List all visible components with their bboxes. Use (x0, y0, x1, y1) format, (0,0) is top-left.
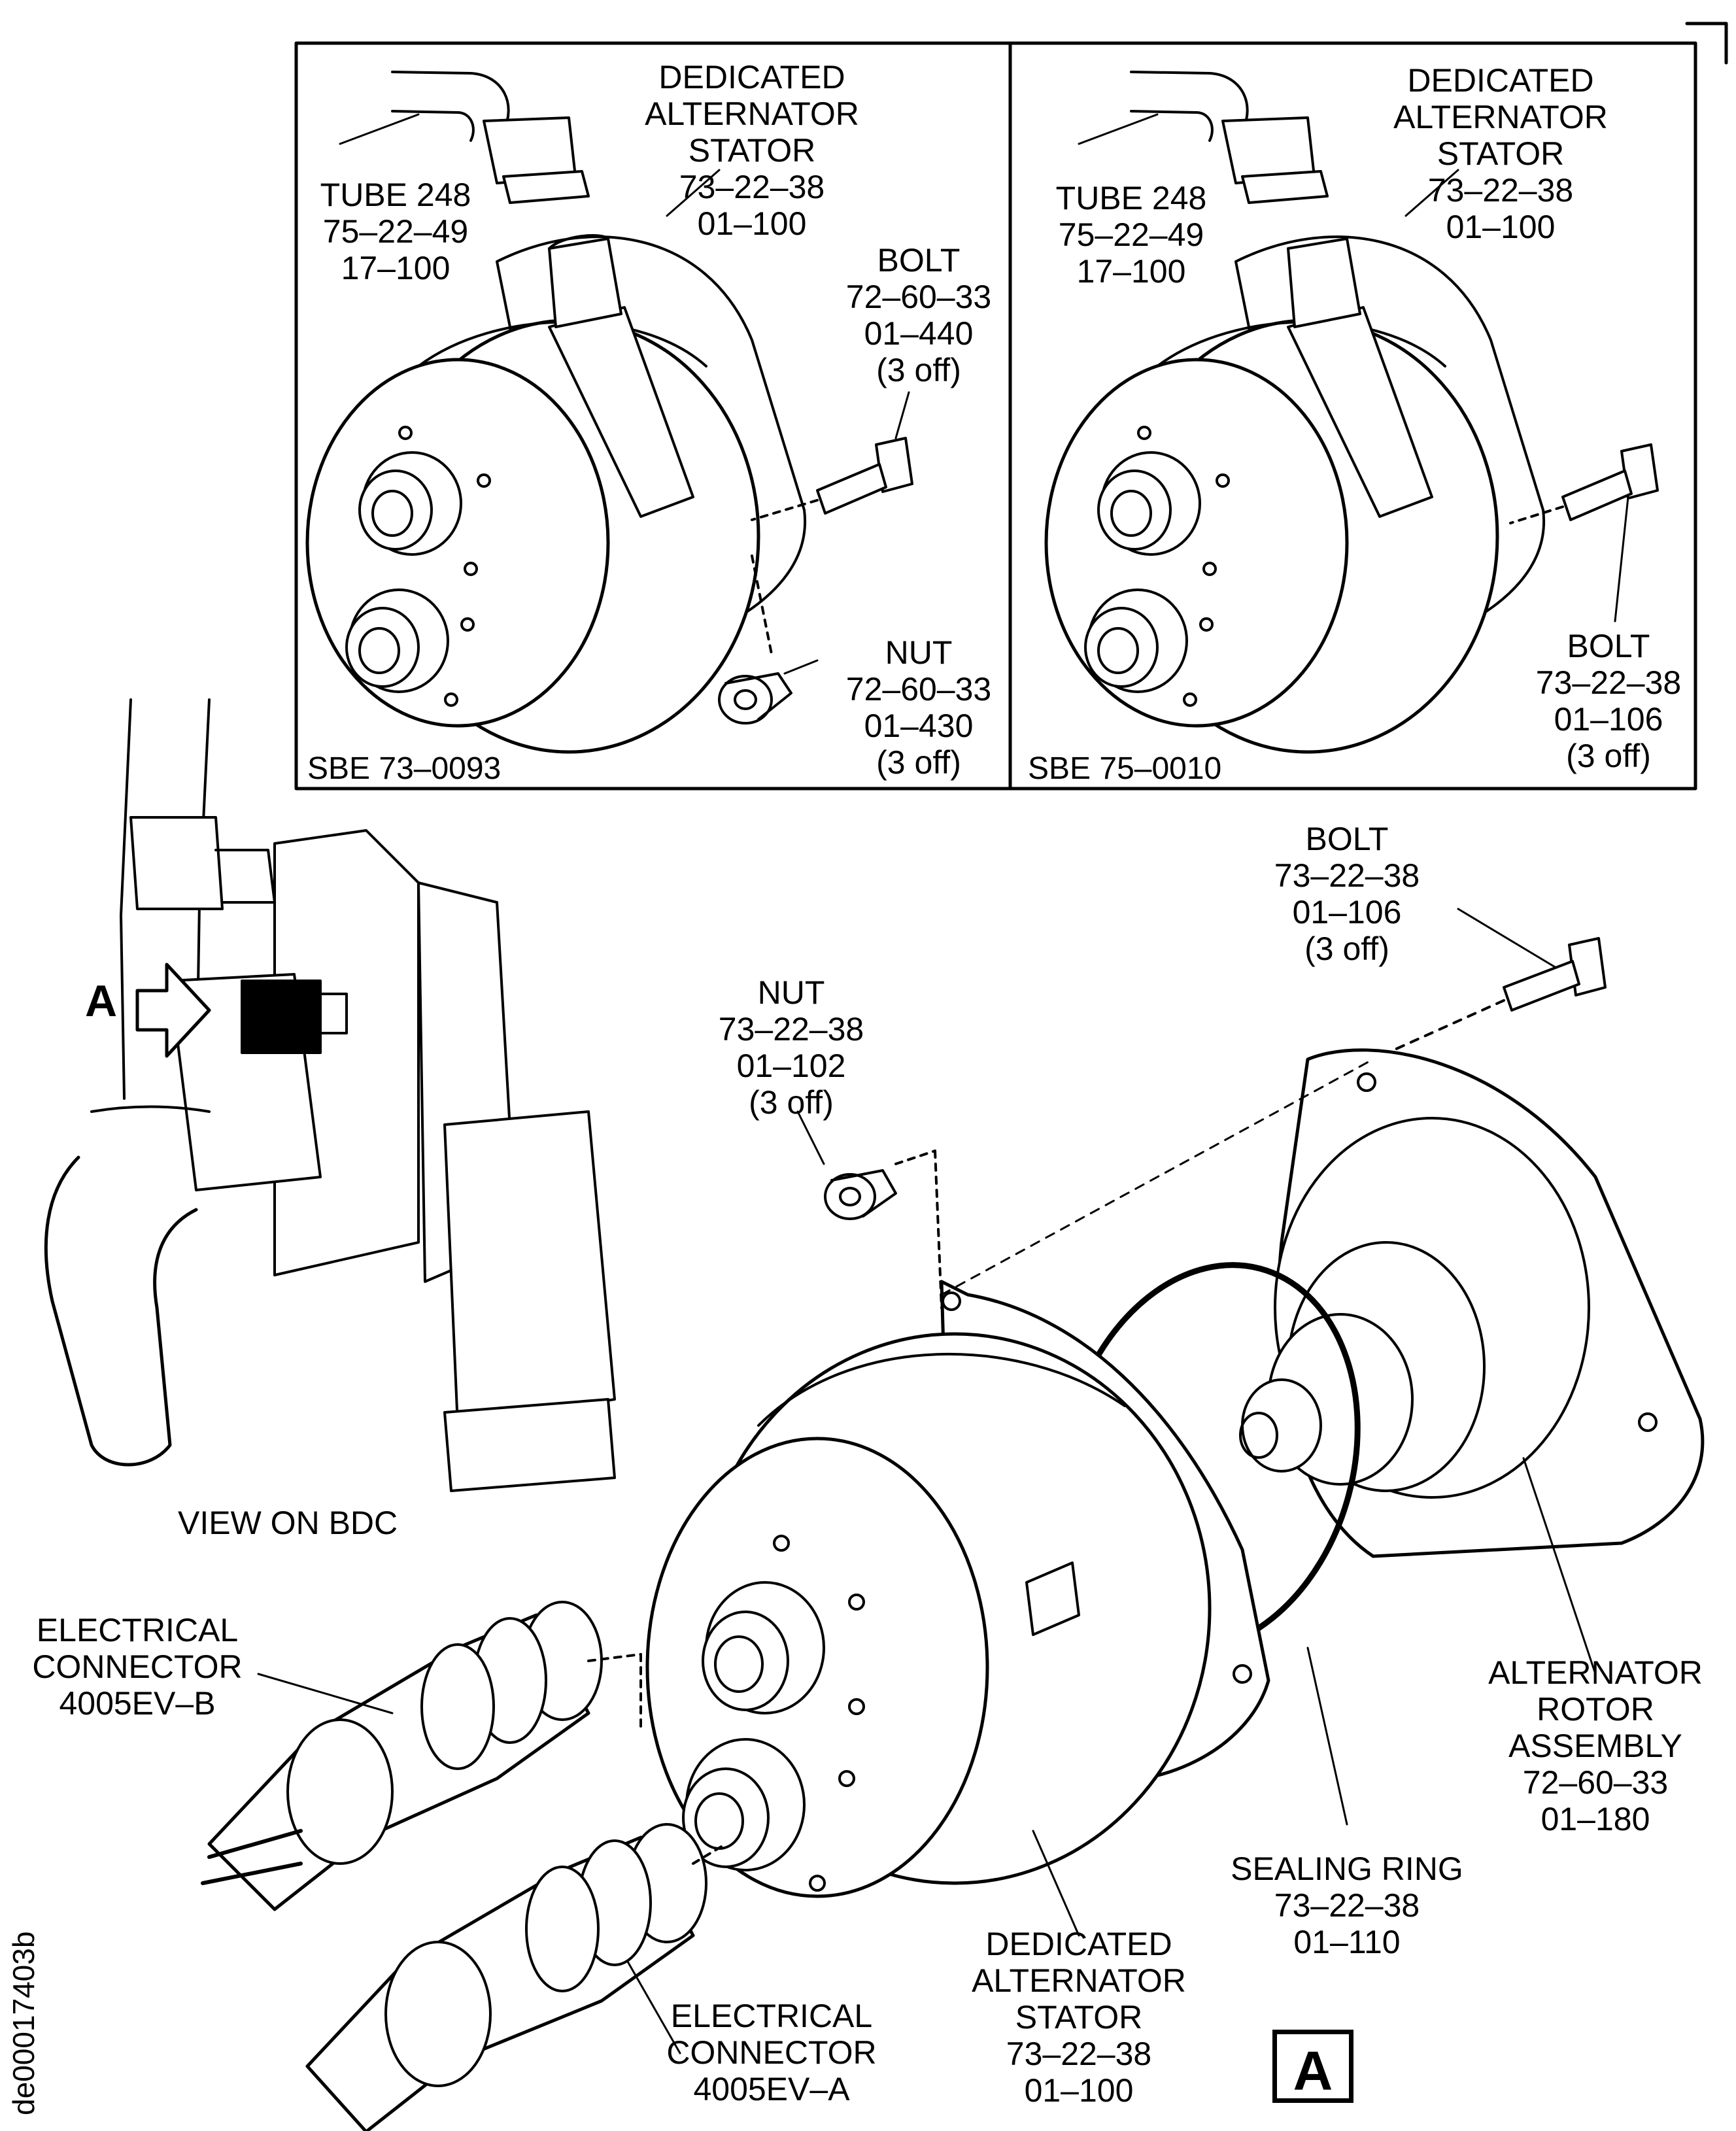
view-on-bdc-label: VIEW ON BDC (178, 1505, 398, 1541)
label-line: ASSEMBLY (1508, 1728, 1682, 1764)
label-line: NUT (885, 634, 953, 671)
label-line: 73–22–38 (679, 169, 825, 205)
inset2-connector-upper (1097, 451, 1201, 556)
label-line: ELECTRICAL (670, 1998, 873, 2034)
label-line: ROTOR (1537, 1691, 1654, 1728)
inset2-bolt-label: BOLT 73–22–38 01–106 (3 off) (1523, 628, 1693, 774)
label-line: 72–60–33 (1522, 1764, 1669, 1801)
label-line: (3 off) (1566, 738, 1651, 774)
label-line: NUT (757, 974, 825, 1011)
label-line: SEALING RING (1231, 1850, 1463, 1887)
label-line: 73–22–38 (1427, 172, 1574, 209)
inset1-bolt (751, 391, 913, 521)
label-line: 01–100 (697, 205, 807, 242)
main-bolt-label: BOLT 73–22–38 01–106 (3 off) (1262, 821, 1432, 967)
label-line: STATOR (1437, 135, 1565, 172)
label-line: 01–440 (864, 315, 974, 352)
inset2-connector-lower (1084, 588, 1188, 693)
stator-connector-upper (702, 1581, 825, 1714)
rotor-assembly-label: ALTERNATOR ROTOR ASSEMBLY 72–60–33 01–18… (1478, 1654, 1713, 1837)
label-line: 4005EV–A (693, 2071, 850, 2107)
label-line: STATOR (1015, 1999, 1143, 2036)
inset2-stator (1044, 235, 1546, 754)
inset1-tube (339, 71, 590, 204)
label-line: ALTERNATOR (1488, 1654, 1703, 1691)
inset2-tube (1078, 71, 1329, 204)
main-nut (796, 1110, 943, 1309)
highlighted-connector (241, 980, 322, 1054)
main-bolt (1372, 908, 1607, 1061)
label-line: (3 off) (1304, 930, 1389, 967)
label-line: TUBE 248 (320, 177, 471, 213)
label-line: ALTERNATOR (1393, 99, 1608, 135)
label-line: 73–22–38 (1274, 1887, 1420, 1924)
label-line: 17–100 (1076, 253, 1186, 290)
inset2-stator-label: DEDICATED ALTERNATOR STATOR 73–22–38 01–… (1376, 62, 1625, 245)
inset-panel-sbe75-frame (1008, 41, 1697, 791)
label-line: 01–100 (1024, 2072, 1134, 2109)
inset2-panel-id: SBE 75–0010 (1028, 751, 1222, 786)
label-line: 72–60–33 (845, 279, 992, 315)
arrow-a-letter: A (85, 976, 118, 1026)
label-line: 73–22–38 (1535, 664, 1682, 701)
label-line: 73–22–38 (1006, 2036, 1152, 2072)
label-line: 73–22–38 (718, 1011, 864, 1048)
inset1-tube-label: TUBE 248 75–22–49 17–100 (298, 177, 494, 286)
label-line: CONNECTOR (666, 2034, 877, 2071)
label-line: BOLT (1567, 628, 1650, 664)
label-line: BOLT (877, 242, 961, 279)
inset2-bolt (1509, 443, 1659, 622)
label-line: TUBE 248 (1055, 180, 1207, 216)
label-line: DEDICATED (1407, 62, 1594, 99)
electrical-connector-4005ev-b (201, 1601, 642, 1911)
inset1-nut (718, 554, 819, 725)
label-line: (3 off) (876, 744, 961, 781)
label-line: 01–100 (1446, 209, 1556, 245)
label-line: ELECTRICAL (36, 1612, 239, 1648)
label-line: BOLT (1305, 821, 1389, 857)
inset2-tube-label: TUBE 248 75–22–49 17–100 (1033, 180, 1229, 290)
label-line: (3 off) (749, 1084, 834, 1121)
inset1-panel-id: SBE 73–0093 (307, 751, 502, 786)
engine-view-bdc (44, 698, 616, 1492)
label-line: 01–180 (1540, 1801, 1650, 1837)
inset1-stator-label: DEDICATED ALTERNATOR STATOR 73–22–38 01–… (628, 59, 876, 242)
inset1-stator (305, 234, 807, 754)
label-line: CONNECTOR (32, 1648, 243, 1685)
sealing-ring-label: SEALING RING 73–22–38 01–110 (1229, 1850, 1465, 1960)
inset1-bolt-label: BOLT 72–60–33 01–440 (3 off) (830, 242, 1007, 388)
view-arrow-a (135, 963, 211, 1058)
label-line: 01–106 (1554, 701, 1663, 738)
label-line: ALTERNATOR (972, 1962, 1186, 1999)
label-line: STATOR (688, 132, 816, 169)
main-stator (645, 1280, 1270, 1937)
label-line: 17–100 (341, 250, 451, 286)
main-stator-label: DEDICATED ALTERNATOR STATOR 73–22–38 01–… (955, 1926, 1203, 2109)
main-nut-label: NUT 73–22–38 01–102 (3 off) (706, 974, 876, 1121)
label-line: 75–22–49 (322, 213, 469, 250)
inset1-nut-label: NUT 72–60–33 01–430 (3 off) (830, 634, 1007, 781)
connector-a-label: ELECTRICAL CONNECTOR 4005EV–A (660, 1998, 883, 2107)
connector-b-label: ELECTRICAL CONNECTOR 4005EV–B (26, 1612, 248, 1722)
stator-connector-lower (682, 1738, 806, 1871)
label-line: 01–430 (864, 707, 974, 744)
view-a-marker: A (1272, 2030, 1353, 2103)
label-line: (3 off) (876, 352, 961, 388)
label-line: 4005EV–B (59, 1685, 216, 1722)
electrical-connector-4005ev-a (305, 1823, 727, 2131)
label-line: ALTERNATOR (645, 95, 859, 132)
corner-mark (1685, 22, 1728, 65)
inset1-connector-lower (345, 588, 449, 693)
inset1-connector-upper (358, 451, 462, 556)
label-line: 75–22–49 (1058, 216, 1204, 253)
label-line: 01–102 (736, 1048, 846, 1084)
label-line: 01–110 (1293, 1924, 1401, 1960)
label-line: 72–60–33 (845, 671, 992, 707)
label-line: DEDICATED (658, 59, 845, 95)
label-line: 01–106 (1292, 894, 1402, 930)
label-line: 73–22–38 (1274, 857, 1420, 894)
document-id: de00017403b (7, 1931, 41, 2115)
label-line: DEDICATED (985, 1926, 1172, 1962)
